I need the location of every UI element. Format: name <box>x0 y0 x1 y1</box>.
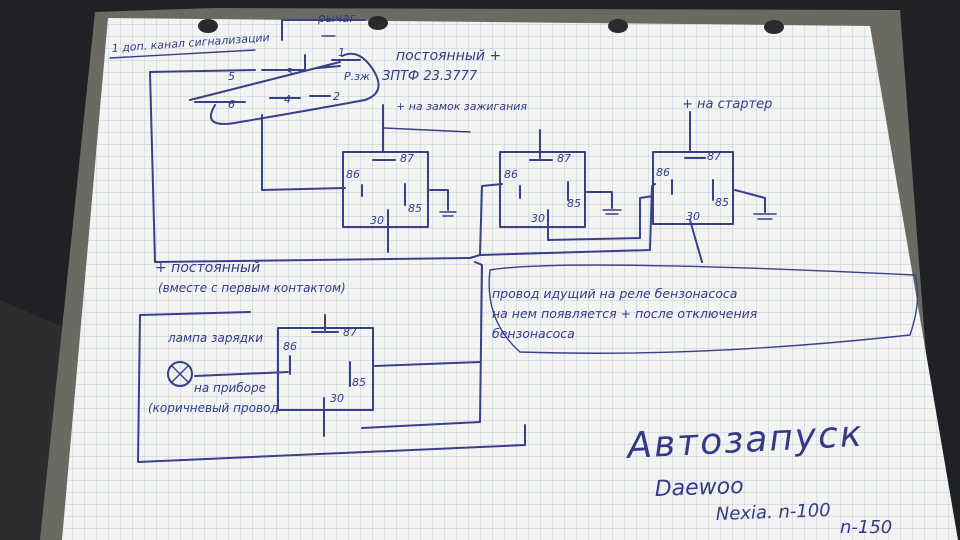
label-plus-starter: + на стартер <box>682 97 772 112</box>
note-provod: провод идущий на реле бензонасоса на нем… <box>488 264 919 354</box>
switch-pin-3: 3 <box>286 66 293 79</box>
label-model2: n-150 <box>840 517 892 538</box>
switch-pin-6: 6 <box>228 98 235 111</box>
relay2-pin-30: 30 <box>531 212 545 225</box>
label-rychag: рычаг <box>317 11 357 25</box>
ignition-switch: 5 3 1 6 4 2 <box>149 19 380 125</box>
switch-pin-2: 2 <box>333 90 340 103</box>
label-brand: Daewoo <box>654 474 744 502</box>
relay3-pin-30: 30 <box>686 210 700 223</box>
label-lampa: лампа зарядки <box>167 331 263 345</box>
wiring <box>137 71 703 463</box>
relay4-pin-85: 85 <box>352 376 366 389</box>
relay-2: 87 86 85 30 <box>499 129 622 228</box>
relay-4: 87 86 85 30 <box>194 314 481 437</box>
punch-hole-1 <box>198 19 218 33</box>
label-relay-coil: Р.зж <box>344 70 370 83</box>
punch-hole-2 <box>368 16 388 30</box>
dop-channel-underline <box>109 49 256 59</box>
note-provod-line1: провод идущий на реле бензонасоса <box>492 286 737 301</box>
switch-pin-1: 1 <box>338 46 345 59</box>
paper-sheet <box>62 18 958 540</box>
relay4-pin-30: 30 <box>330 392 344 405</box>
label-vmeste: (вместе с первым контактом) <box>158 281 346 295</box>
relay3-pin-87: 87 <box>707 150 721 163</box>
relay3-pin-86: 86 <box>656 166 670 179</box>
punch-hole-4 <box>764 20 784 34</box>
label-postoyanny-bottom: + постоянный <box>155 260 260 276</box>
zamok-underline <box>383 127 471 133</box>
relay2-pin-85: 85 <box>567 197 581 210</box>
relay1-pin-85: 85 <box>408 202 422 215</box>
relay1-pin-30: 30 <box>370 214 384 227</box>
label-relay-model: ЗПТФ 23.3777 <box>382 69 478 84</box>
label-model: Nexia. n-100 <box>715 500 831 525</box>
relay3-pin-85: 85 <box>715 196 729 209</box>
relay2-pin-87: 87 <box>557 152 571 165</box>
label-korichnevy: (коричневый провод <box>148 401 279 415</box>
relay4-pin-86: 86 <box>283 340 297 353</box>
note-provod-line3: бензонасоса <box>492 326 575 341</box>
relay1-pin-86: 86 <box>346 168 360 181</box>
relay4-pin-87: 87 <box>343 326 357 339</box>
label-na-pribore: на приборе <box>194 381 266 395</box>
relay-1: 87 86 85 30 <box>342 151 457 253</box>
relay2-pin-86: 86 <box>504 168 518 181</box>
switch-pin-4: 4 <box>284 93 291 106</box>
lamp-icon <box>167 361 193 387</box>
note-provod-line2: на нем появляется + после отключения <box>492 306 758 321</box>
label-postoyanny-top: постоянный + <box>396 48 501 64</box>
relay1-pin-87: 87 <box>400 152 414 165</box>
switch-pin-5: 5 <box>228 70 235 83</box>
relay-3: 87 86 85 30 <box>652 150 777 225</box>
label-plus-zamok: + на замок зажигания <box>396 100 527 113</box>
punch-hole-3 <box>608 19 628 33</box>
